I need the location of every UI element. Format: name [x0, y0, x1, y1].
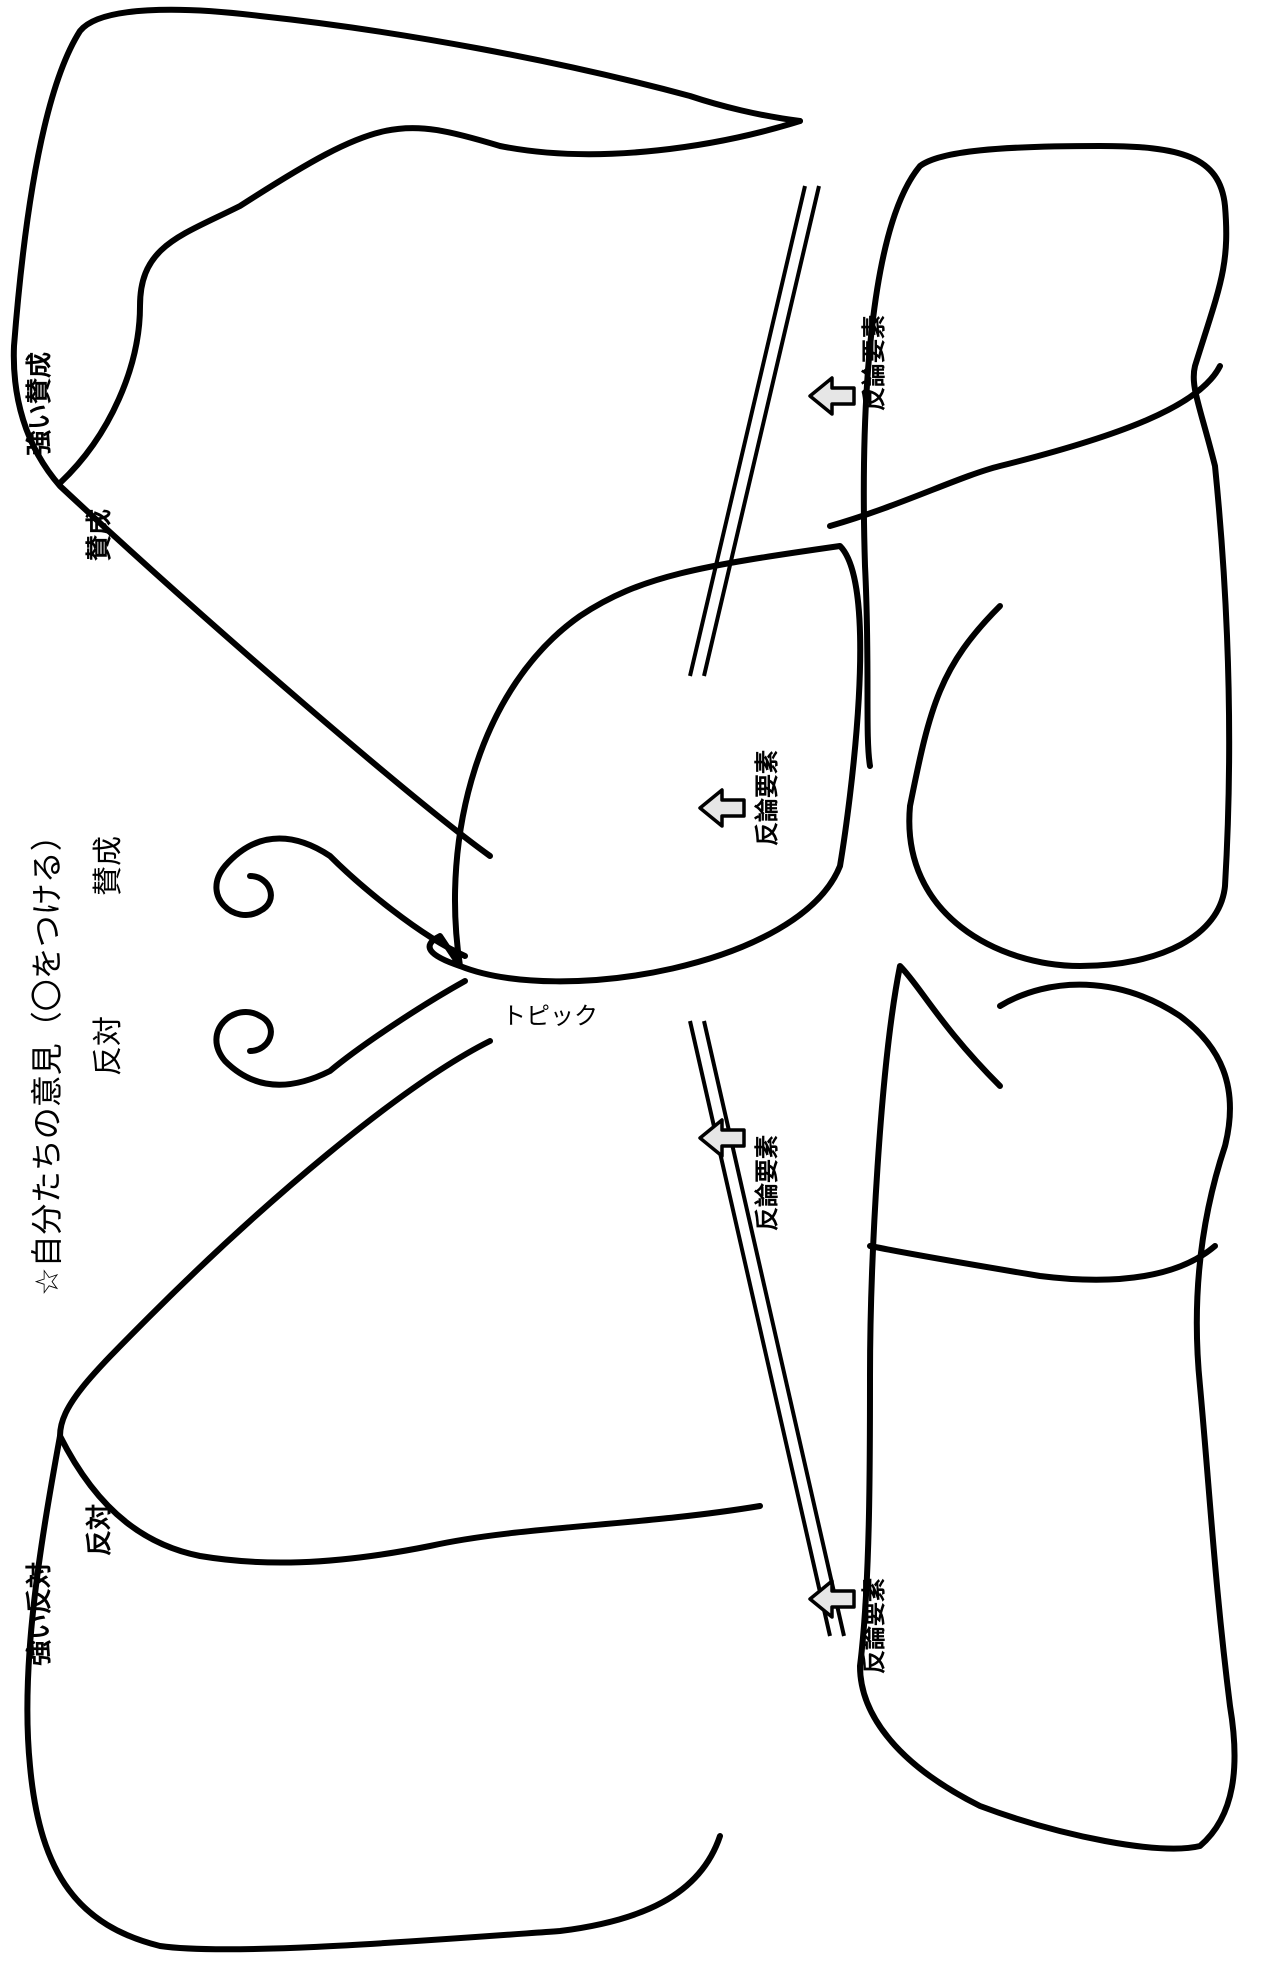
- counter-upper-right: 反論要素: [860, 315, 888, 411]
- counter-upper-center: 反論要素: [753, 750, 781, 846]
- butterfly-body: [430, 546, 861, 981]
- choice-agree: 賛成: [91, 836, 126, 896]
- label-oppose: 反対: [85, 1504, 115, 1556]
- label-strong-oppose: 強い反対: [25, 1562, 55, 1666]
- wing-upper-right: [864, 146, 1229, 966]
- arrow-lower-center: [700, 1120, 744, 1156]
- wing-upper-right-divider: [830, 366, 1220, 526]
- spine-upper-b: [704, 186, 819, 676]
- wing-lower-right: [860, 966, 1235, 1849]
- counter-lower-right: 反論要素: [860, 1578, 888, 1674]
- spine-lower-a: [690, 1021, 830, 1636]
- instruction-text: ☆自分たちの意見（〇をつける）: [28, 819, 66, 1296]
- wing-strong-oppose: [27, 1041, 720, 1949]
- antenna-left: [216, 839, 465, 957]
- arrow-lower-right: [810, 1581, 854, 1617]
- label-agree: 賛成: [85, 509, 115, 561]
- choice-oppose: 反対: [91, 1016, 126, 1076]
- wing-strong-agree: [14, 10, 800, 856]
- spine-lower-b: [704, 1021, 844, 1636]
- spine-upper-a: [690, 186, 805, 676]
- antenna-right: [216, 981, 465, 1085]
- arrow-upper-center: [700, 790, 744, 826]
- counter-lower-center: 反論要素: [753, 1135, 781, 1231]
- wing-agree-divider: [60, 121, 800, 483]
- wing-oppose-divider: [60, 1436, 760, 1563]
- arrow-upper-right: [810, 378, 854, 414]
- label-topic: トピック: [502, 1002, 598, 1030]
- wing-lower-right-divider: [870, 1246, 1215, 1280]
- label-strong-agree: 強い賛成: [25, 352, 55, 456]
